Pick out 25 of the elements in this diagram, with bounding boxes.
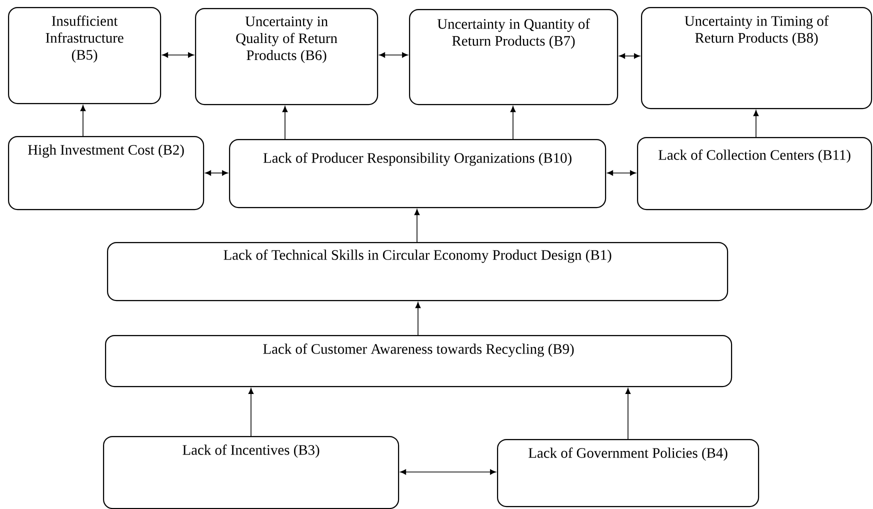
text-box: Uncertainty in Timing of Return Products (B8) <box>641 7 872 110</box>
arrow <box>619 53 640 59</box>
arrow <box>282 106 288 140</box>
text-box: Lack of Technical Skills in Circular Economy Product Design (B1) <box>107 242 728 302</box>
text-box: Uncertainty in Quantity of Return Products (B7) <box>409 9 618 106</box>
arrow <box>248 388 254 436</box>
arrow <box>205 170 228 176</box>
text-box: Lack of Producer Responsibility Organizations (B10) <box>229 139 606 208</box>
text-box: High Investment Cost (B2) <box>8 136 204 210</box>
arrow <box>510 106 516 140</box>
arrow <box>625 388 631 440</box>
text-box: Uncertainty in Quality of Return Products (B6) <box>195 8 378 106</box>
arrow <box>162 52 194 58</box>
arrow <box>607 170 636 176</box>
text-box: Lack of Collection Centers (B11) <box>637 137 872 210</box>
arrow <box>753 110 759 138</box>
arrow <box>400 469 496 475</box>
text-box: Lack of Incentives (B3) <box>103 436 400 509</box>
text-box: Lack of Government Policies (B4) <box>497 439 760 508</box>
text-box: Lack of Customer Awareness towards Recycling (B9) <box>105 335 732 388</box>
arrow <box>415 302 421 336</box>
arrow <box>379 52 408 58</box>
arrow <box>414 209 420 242</box>
text-box: Insufficient Infrastructure (B5) <box>8 7 162 104</box>
arrow <box>80 105 86 136</box>
